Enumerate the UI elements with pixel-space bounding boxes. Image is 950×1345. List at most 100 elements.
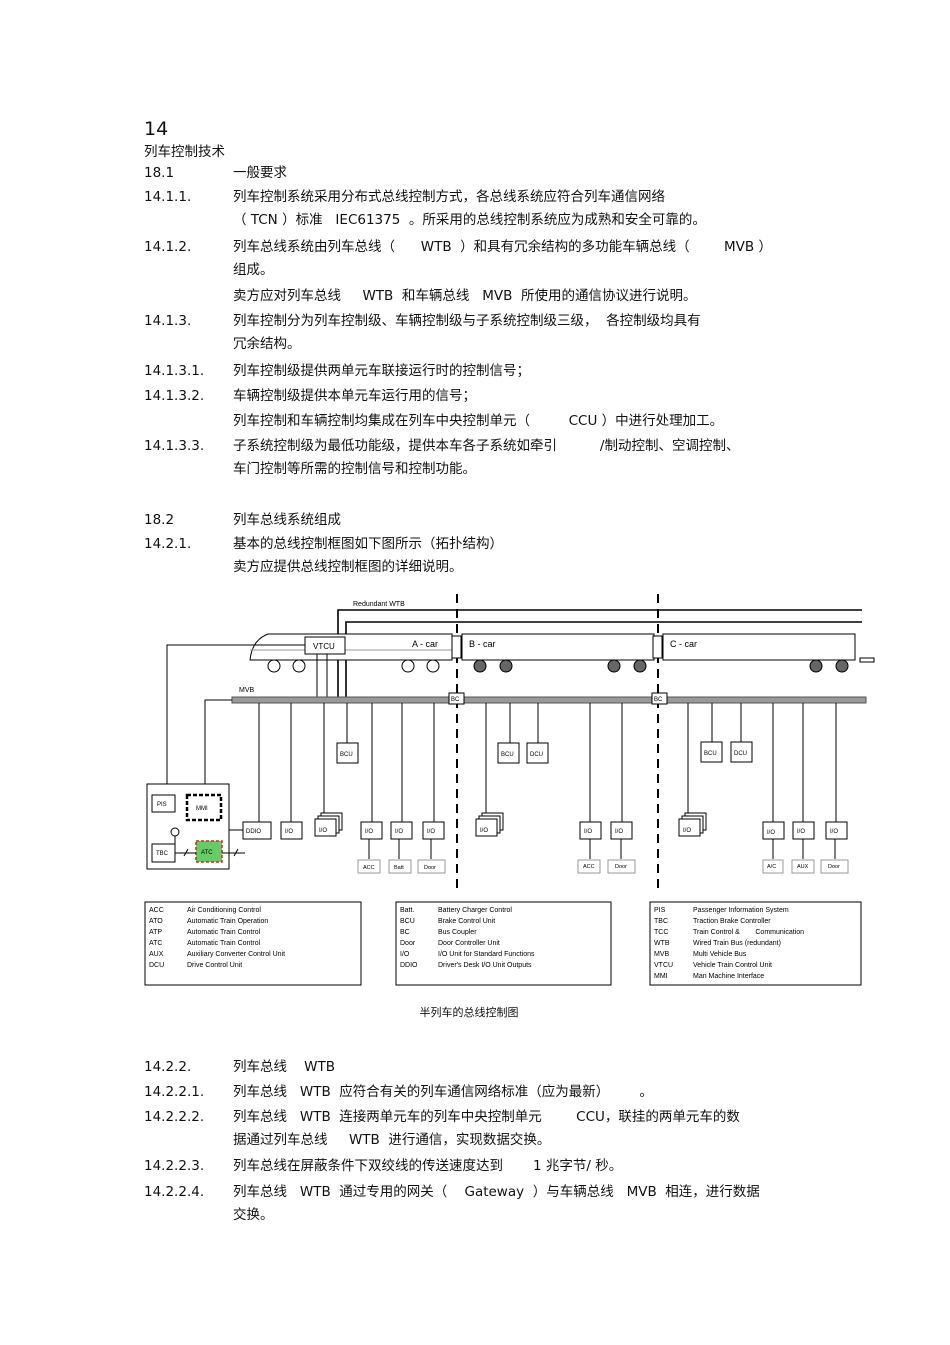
legend-abbr: PIS <box>654 907 666 914</box>
wtb-lines <box>337 609 862 697</box>
legend-abbr: ATC <box>149 940 162 947</box>
paragraph: 14.2.2.4. 列车总线 WTB 通过专用的网关（ Gateway ）与车辆… <box>144 1181 844 1229</box>
bcu-box <box>700 741 723 763</box>
legend-desc: Driver's Desk I/O Unit Outputs <box>438 962 532 969</box>
io-label: I/O <box>584 829 592 835</box>
paragraph-number: 14.1.3.3. <box>144 438 205 454</box>
paragraph-line: 车辆控制级提供本单元车运行用的信号； <box>233 388 476 404</box>
paragraph: 14.2.2.2. 列车总线 WTB 连接两单元车的列车中央控制单元 CCU，联… <box>144 1106 844 1154</box>
sub-device-label: Door <box>828 864 840 870</box>
car-label-a: A - car <box>412 639 438 649</box>
paragraph-line: 列车总线 WTB 通过专用的网关（ Gateway ）与车辆总线 MVB 相连，… <box>233 1184 760 1200</box>
legend-desc: Bus Coupler <box>438 929 477 936</box>
paragraph-line: 基本的总线控制框图如下图所示（拓扑结构） <box>233 536 503 552</box>
paragraph: 14.2.1. 基本的总线控制框图如下图所示（拓扑结构） 卖方应提供总线控制框图… <box>144 533 844 581</box>
paragraph-line: 列车总线 WTB <box>233 1059 336 1075</box>
section-title: 一般要求 <box>233 165 287 181</box>
paragraph-line: 组成。 <box>233 262 274 278</box>
legend-desc: Vehicle Train Control Unit <box>693 962 772 969</box>
legend-abbr: MMI <box>654 973 668 980</box>
legend-desc: Auxiliary Converter Control Unit <box>187 951 285 958</box>
legend-table-2 <box>395 901 612 986</box>
legend-abbr: BC <box>400 929 410 936</box>
paragraph: 14.1.3. 列车控制分为列车控制级、车辆控制级与子系统控制级三级， 各控制级… <box>144 310 844 358</box>
vtcu-label: VTCU <box>313 642 335 651</box>
bus-coupler-label: BC <box>654 697 663 703</box>
mmi-box <box>185 793 223 822</box>
io-label: I/O <box>319 828 327 834</box>
legend-abbr: Door <box>400 940 416 947</box>
paragraph: 14.2.2.1. 列车总线 WTB 应符合有关的列车通信网络标准（应为最新） … <box>144 1081 844 1105</box>
paragraph-line: 列车控制级提供两单元车联接运行时的控制信号； <box>233 363 530 379</box>
section-heading-1: 18.1 一般要求 <box>144 162 844 186</box>
paragraph-number: 14.1.3.2. <box>144 388 205 404</box>
pis-label: PIS <box>157 802 167 808</box>
sub-device-links <box>368 839 836 859</box>
legend-abbr: ATP <box>149 929 162 936</box>
bcu-label: BCU <box>704 751 717 757</box>
legend-abbr: AUX <box>149 951 164 958</box>
legend-abbr: VTCU <box>654 962 673 969</box>
legend-table-1 <box>144 901 362 986</box>
paragraph-number: 14.2.2.3. <box>144 1158 205 1174</box>
paragraph-line: 列车总线在屏蔽条件下双绞线的传送速度达到 1 兆字节/ 秒。 <box>233 1158 623 1174</box>
car-label-c: C - car <box>670 639 697 649</box>
ddio-label: DDIO <box>246 829 261 835</box>
paragraph-line: 列车总线系统由列车总线（ WTB ）和具有冗余结构的多功能车辆总线（ MVB ） <box>233 239 772 255</box>
sub-device-label: Batt <box>394 865 404 871</box>
legend-desc: Drive Control Unit <box>187 962 242 969</box>
paragraph-line: 列车总线 WTB 连接两单元车的列车中央控制单元 CCU，联挂的两单元车的数 <box>233 1109 740 1125</box>
sub-device-boxes <box>357 859 849 874</box>
io-label: I/O <box>285 829 293 835</box>
cab-links <box>175 829 245 857</box>
paragraph-number: 14.2.2.2. <box>144 1109 205 1125</box>
paragraph-line: 卖方应对列车总线 WTB 和车辆总线 MVB 所使用的通信协议进行说明。 <box>233 288 697 304</box>
legend-desc: Automatic Train Operation <box>187 918 268 925</box>
mvb-bus <box>231 696 867 704</box>
io-label: I/O <box>395 829 403 835</box>
sub-device-label: Door <box>615 864 627 870</box>
section-number: 18.1 <box>144 165 175 181</box>
bus-coupler <box>448 692 465 705</box>
legend-desc: Automatic Train Control <box>187 940 261 947</box>
sub-device-label: AUX <box>797 864 809 870</box>
io-label: I/O <box>830 829 838 835</box>
coupler <box>451 635 462 659</box>
legend-desc: Brake Control Unit <box>438 918 495 925</box>
sub-device-label: Door <box>424 865 436 871</box>
tbc-label: TBC <box>156 851 169 857</box>
paragraph-line: 列车控制分为列车控制级、车辆控制级与子系统控制级三级， 各控制级均具有 <box>233 313 701 329</box>
handle-knob <box>170 827 180 837</box>
legend-2-rows: Batt. Battery Charger Control BCU Brake … <box>400 907 535 969</box>
legend-desc: Air Conditioning Control <box>187 907 261 914</box>
paragraph-number: 14.2.1. <box>144 536 192 552</box>
legend-abbr: TBC <box>654 918 668 925</box>
legend-desc: Door Controller Unit <box>438 940 500 947</box>
io-label: I/O <box>683 828 691 834</box>
paragraph-line: 列车控制和车辆控制均集成在列车中央控制单元（ CCU ）中进行处理加工。 <box>233 413 724 429</box>
redundant-wtb-label: Redundant WTB <box>353 601 405 608</box>
legend-desc: I/O Unit for Standard Functions <box>438 951 535 958</box>
paragraph: 14.2.2. 列车总线 WTB <box>144 1056 844 1080</box>
vtcu-links <box>166 644 328 784</box>
paragraph-line: 列车总线 WTB 应符合有关的列车通信网络标准（应为最新） 。 <box>233 1084 653 1100</box>
coupler <box>859 657 875 663</box>
figure-caption: 半列车的总线控制图 <box>419 1006 519 1019</box>
paragraph-line: 卖方应提供总线控制框图的详细说明。 <box>233 559 463 575</box>
io-label: I/O <box>615 829 623 835</box>
bcu-box <box>336 742 359 764</box>
dcu-box <box>526 742 549 764</box>
paragraph-line: 冗余结构。 <box>233 336 301 352</box>
paragraph: 14.1.3.2. 车辆控制级提供本单元车运行用的信号； 列车控制和车辆控制均集… <box>144 385 844 433</box>
io-label: I/O <box>427 829 435 835</box>
paragraph: 14.2.2.3. 列车总线在屏蔽条件下双绞线的传送速度达到 1 兆字节/ 秒。 <box>144 1155 844 1179</box>
sub-device-label: ACC <box>583 864 595 870</box>
mvb-drops <box>204 699 837 822</box>
train-body <box>249 633 856 661</box>
legend-desc: Multi Vehicle Bus <box>693 951 747 958</box>
bcu-label: BCU <box>501 752 514 758</box>
section-number: 18.2 <box>144 512 175 528</box>
legend-abbr: Batt. <box>400 907 414 914</box>
section-title: 列车总线系统组成 <box>233 512 341 528</box>
bus-control-diagram: Redundant WTB A - car B - car C - car VT… <box>144 594 875 986</box>
